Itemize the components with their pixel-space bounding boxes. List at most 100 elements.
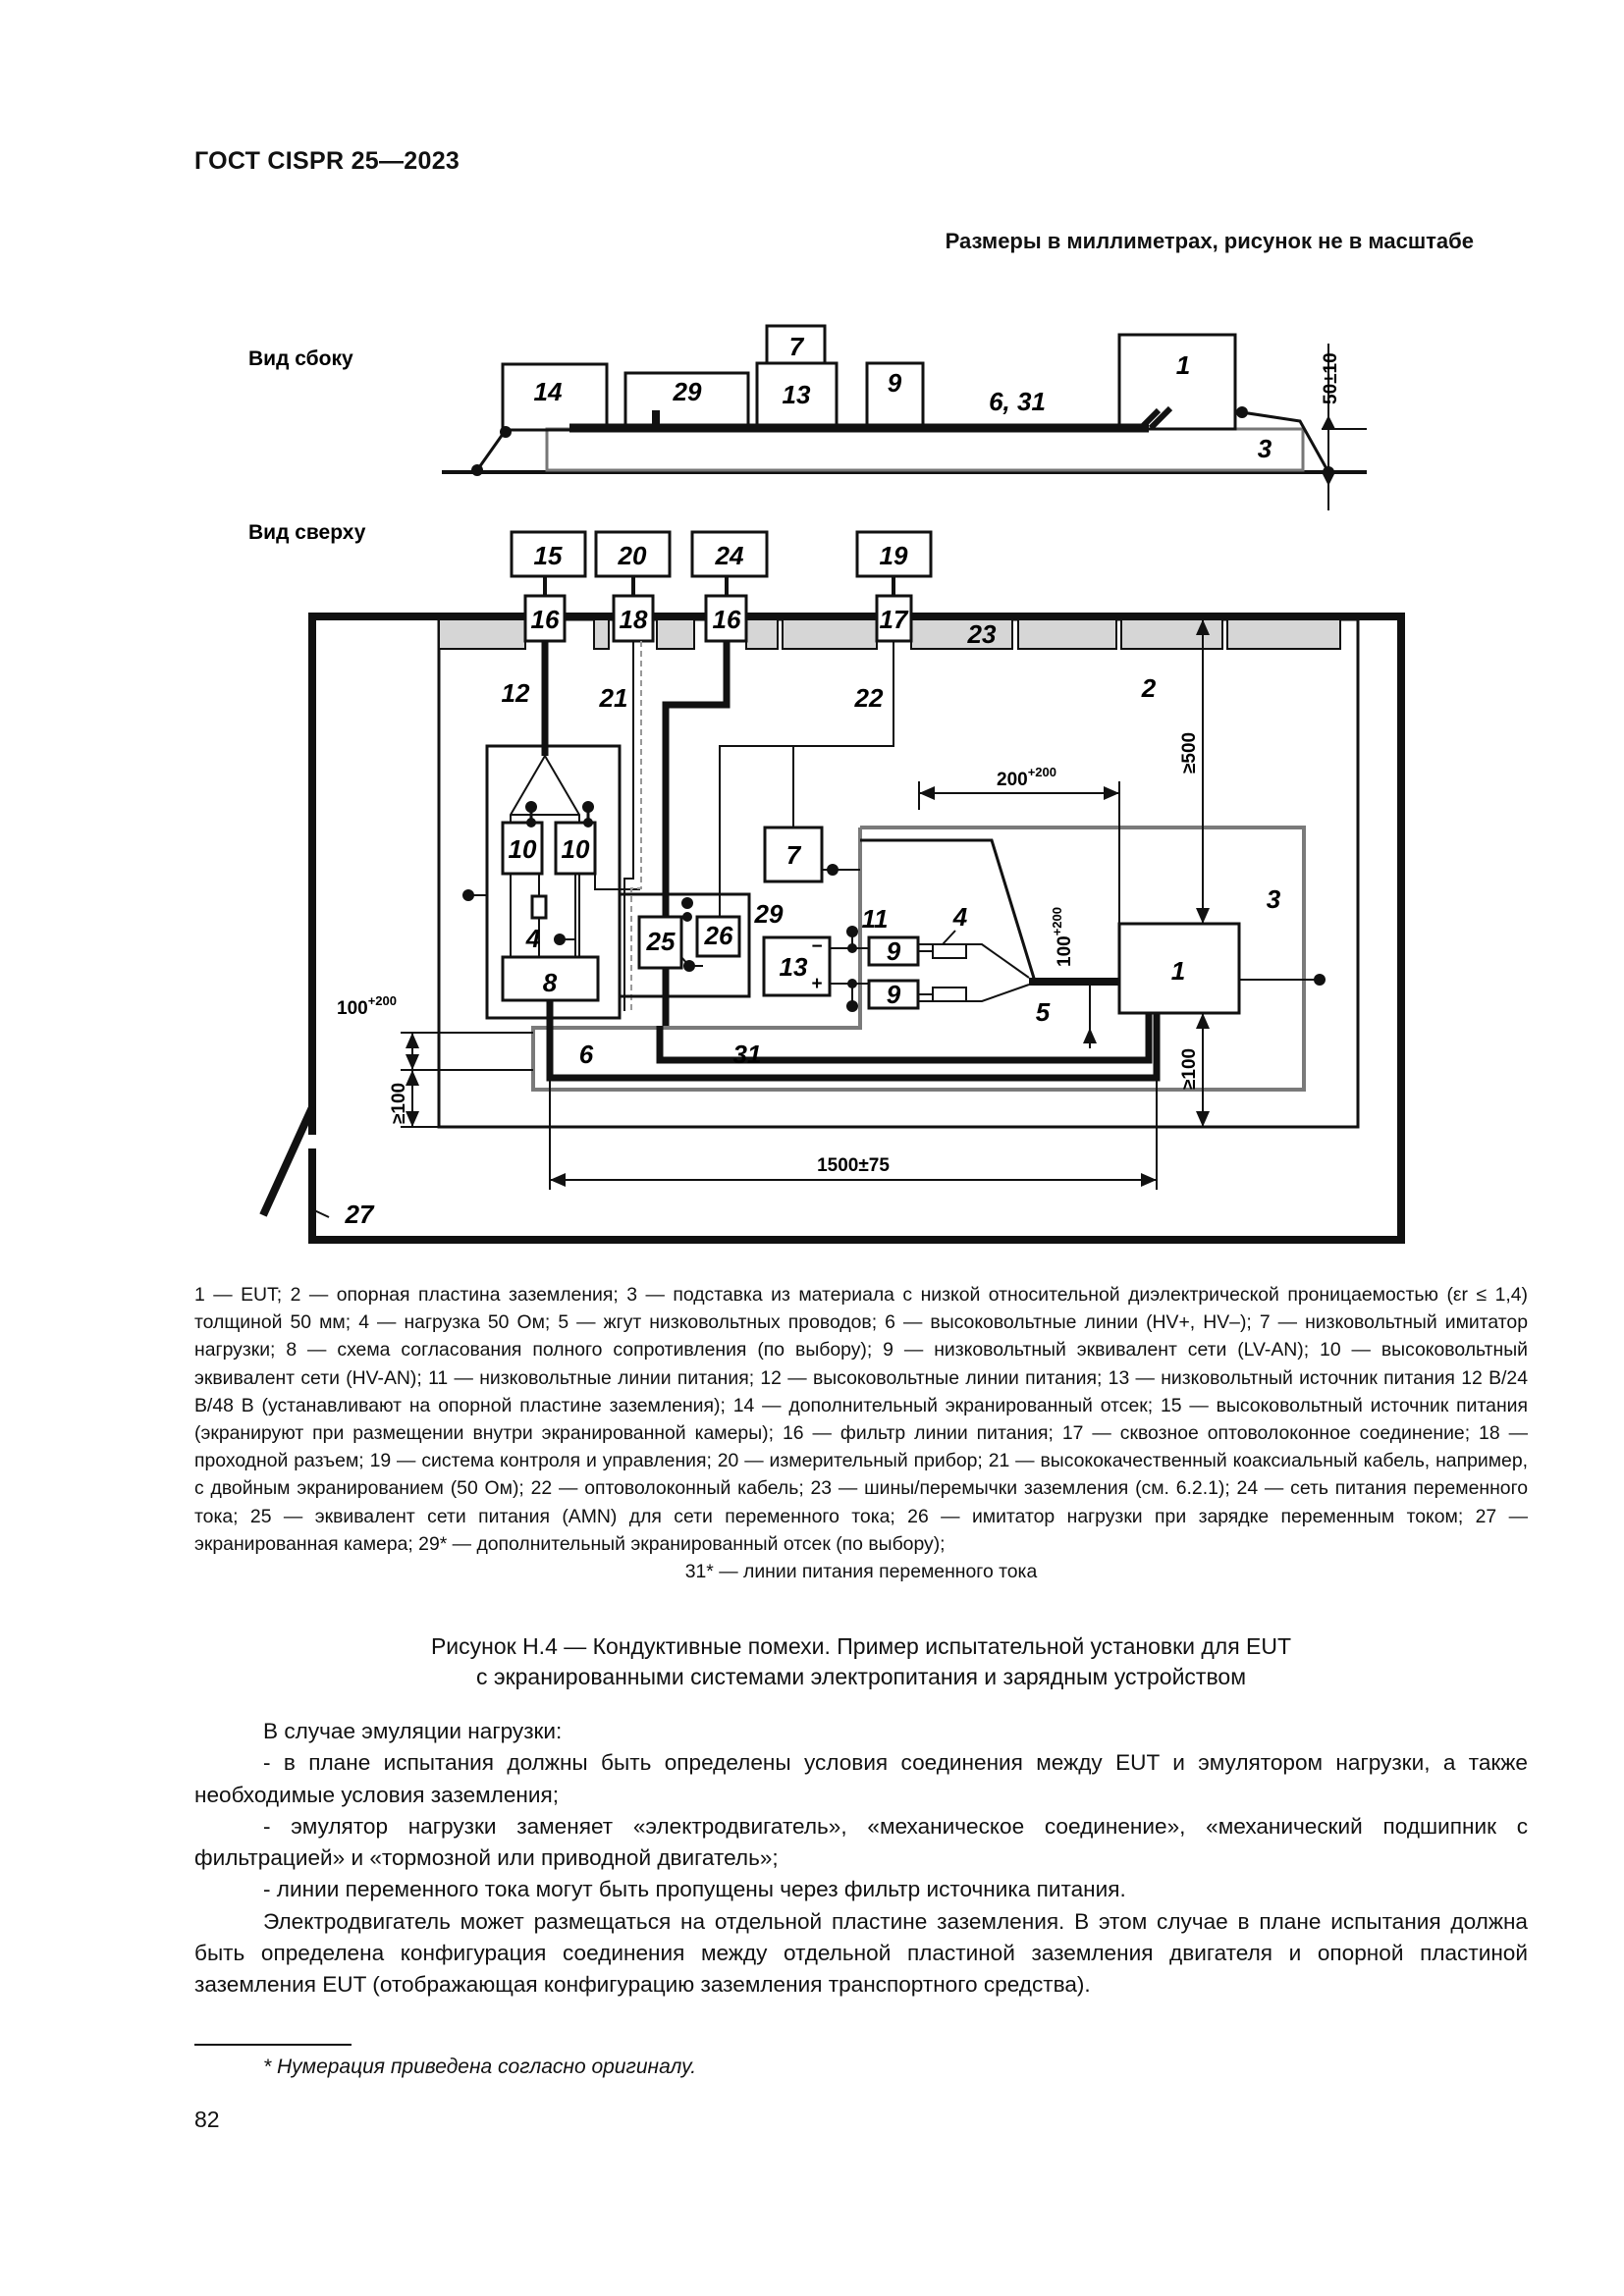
top-stand	[531, 826, 1306, 1092]
ac-lines-31	[656, 1013, 1153, 1064]
svg-text:6: 6	[579, 1040, 594, 1069]
legend-text-last: 31* — линии питания переменного тока	[684, 1561, 1038, 1583]
body-paragraph: Электродвигатель может размещаться на от…	[194, 1908, 1528, 1998]
document-header: ГОСТ CISPR 25—2023	[194, 147, 460, 175]
svg-text:11: 11	[862, 904, 889, 934]
svg-text:≥100: ≥100	[389, 1083, 409, 1124]
side-view-dots	[471, 406, 1334, 478]
load-4-a	[932, 943, 967, 959]
side-right-ground-strap	[1234, 409, 1330, 473]
svg-text:4: 4	[952, 902, 968, 932]
svg-text:14: 14	[534, 377, 563, 406]
top-view-label: Вид сверху	[248, 521, 366, 544]
svg-text:4: 4	[525, 924, 541, 953]
side-left-ground-strap	[475, 428, 509, 471]
caption-line-1: Рисунок Н.4 — Кондуктивные помехи. Приме…	[430, 1633, 1292, 1659]
svg-text:≥500: ≥500	[1179, 732, 1200, 774]
svg-text:9: 9	[888, 368, 902, 398]
svg-text:12: 12	[502, 678, 530, 708]
svg-text:27: 27	[345, 1200, 375, 1229]
figure-caption: Рисунок Н.4 — Кондуктивные помехи. Приме…	[194, 1631, 1528, 1692]
shielded-chamber	[259, 613, 1405, 1244]
ac-line-24	[662, 641, 731, 1026]
body-paragraph: - в плане испытания должны быть определе…	[194, 1750, 1528, 1807]
svg-text:21: 21	[599, 683, 628, 713]
svg-text:100+200: 100+200	[1050, 907, 1075, 967]
svg-text:22: 22	[854, 683, 884, 713]
svg-text:24: 24	[715, 541, 744, 570]
units-note: Размеры в миллиметрах, рисунок не в масш…	[945, 229, 1474, 253]
load-4	[530, 894, 548, 920]
hv-an-10-b	[554, 821, 597, 876]
svg-text:1: 1	[1176, 350, 1190, 380]
hv-lines-12	[510, 641, 590, 957]
eut-1	[1117, 922, 1241, 1015]
footnote: * Нумерация приведена согласно оригиналу…	[263, 2056, 697, 2078]
dimension-arrows	[406, 619, 1210, 1187]
side-box-1	[1117, 333, 1237, 431]
svg-text:+: +	[811, 974, 822, 994]
dimension-lines	[401, 619, 1204, 1190]
svg-text:23: 23	[967, 619, 997, 649]
svg-text:31: 31	[733, 1040, 762, 1069]
fiber-22	[719, 641, 894, 917]
side-box-14	[501, 362, 609, 432]
svg-text:2: 2	[1141, 673, 1157, 703]
svg-text:25: 25	[646, 927, 676, 956]
svg-text:≥100: ≥100	[1179, 1048, 1200, 1090]
coax-21	[623, 641, 642, 1011]
svg-text:26: 26	[704, 921, 733, 950]
caption-line-2: с экранированными системами электропитан…	[475, 1664, 1247, 1689]
svg-text:6, 31: 6, 31	[989, 387, 1046, 416]
svg-text:5: 5	[1036, 997, 1051, 1027]
body-paragraph: - эмулятор нагрузки заменяет «электродви…	[194, 1813, 1528, 1871]
svg-text:1: 1	[1171, 956, 1185, 986]
svg-text:20: 20	[618, 541, 647, 570]
svg-text:7: 7	[786, 840, 802, 870]
hv-lines-6	[546, 1000, 1161, 1082]
lv-an-9-b	[867, 979, 920, 1010]
body-paragraph: В случае эмуляции нагрузки:	[263, 1719, 563, 1743]
figure-legend: 1 — EUT; 2 — опорная пластина заземления…	[194, 1281, 1528, 1585]
load-26	[695, 915, 741, 958]
svg-text:7: 7	[789, 332, 805, 361]
svg-text:16: 16	[713, 605, 741, 634]
svg-text:13: 13	[780, 952, 808, 982]
hv-an-10-a	[501, 821, 544, 876]
svg-text:1500±75: 1500±75	[817, 1155, 890, 1176]
side-view	[442, 324, 1367, 510]
top-view-labels: 15 20 24 19 16 18 16 17 23 12 21 22 2 3 …	[337, 541, 1281, 1229]
compartment-29	[618, 892, 751, 998]
page-number: 82	[194, 2107, 220, 2132]
svg-text:50±10: 50±10	[1321, 352, 1341, 404]
svg-text:10: 10	[562, 834, 590, 864]
svg-text:29: 29	[673, 377, 702, 406]
footnote-rule	[194, 2044, 352, 2046]
svg-text:16: 16	[531, 605, 560, 634]
fiber-17	[875, 594, 913, 643]
svg-text:15: 15	[534, 541, 563, 570]
svg-text:17: 17	[880, 605, 909, 634]
amn-25	[637, 915, 683, 970]
side-view-label: Вид сбоку	[248, 347, 353, 370]
svg-text:8: 8	[543, 968, 558, 997]
side-box-7	[765, 324, 827, 365]
svg-text:−: −	[811, 936, 822, 957]
body-text: В случае эмуляции нагрузки: - в плане ис…	[194, 1716, 1528, 2002]
test-setup-figure: Вид сбоку 14 29 13 7 9 6, 31 1 3 50±10	[248, 324, 1405, 1244]
svg-text:3: 3	[1258, 434, 1272, 463]
legend-text: 1 — EUT; 2 — опорная пластина заземления…	[194, 1284, 1528, 1555]
top-view-dots	[462, 801, 1326, 1012]
impedance-8	[501, 955, 600, 1002]
body-paragraph: - линии переменного тока могут быть проп…	[263, 1877, 1126, 1902]
svg-text:9: 9	[887, 936, 901, 966]
svg-text:13: 13	[783, 380, 811, 409]
lv-supply-13	[762, 935, 832, 997]
box-24	[690, 530, 769, 578]
svg-text:100+200: 100+200	[337, 993, 397, 1019]
box-15	[510, 530, 587, 578]
svg-text:18: 18	[620, 605, 648, 634]
ground-straps	[438, 618, 1341, 650]
svg-text:29: 29	[754, 899, 784, 929]
load-4-b	[932, 987, 967, 1002]
